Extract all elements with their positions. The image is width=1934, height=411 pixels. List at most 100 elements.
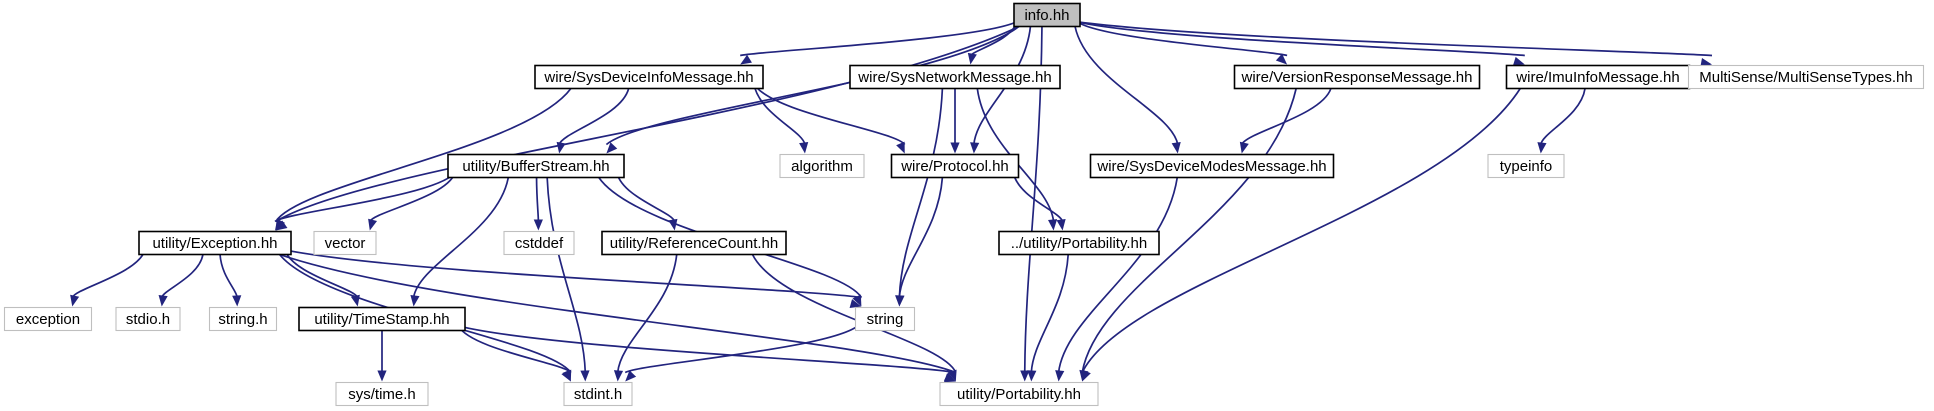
node-box-exception[interactable]	[3, 306, 93, 332]
node-string[interactable]: string	[854, 306, 916, 332]
edge-arrowhead	[580, 370, 590, 382]
edge-arrowhead	[613, 370, 624, 382]
node-box-exception_hh[interactable]	[138, 230, 292, 256]
node-stringh[interactable]: string.h	[208, 306, 278, 332]
node-box-portability[interactable]	[939, 381, 1099, 407]
edge-timestamp-to-stdint	[457, 325, 572, 374]
edge-imuinfo-to-typeinfo	[1539, 88, 1586, 145]
node-vector[interactable]: vector	[313, 230, 377, 256]
node-sysdeviceinfo[interactable]: wire/SysDeviceInfoMessage.hh	[534, 64, 764, 90]
node-box-stringh[interactable]	[208, 306, 278, 332]
edge-referencecount-to-portability	[751, 254, 957, 373]
edge-info-to-multisensetypes	[1077, 21, 1713, 57]
node-label-dotportability: ../utility/Portability.hh	[1011, 235, 1147, 252]
edge-arrowhead	[950, 142, 960, 154]
node-box-multisensetypes[interactable]	[1687, 64, 1925, 90]
edge-referencecount-to-stdint	[616, 254, 678, 373]
node-box-systime[interactable]	[335, 381, 429, 407]
node-box-referencecount[interactable]	[601, 230, 787, 256]
node-algorithm[interactable]: algorithm	[779, 153, 865, 179]
edge-timestamp-to-portability	[458, 325, 956, 374]
node-layer: info.hh wire/SysDeviceInfoMessage.hh wire/…	[3, 2, 1925, 407]
node-sysnetwork[interactable]: wire/SysNetworkMessage.hh	[849, 64, 1061, 90]
edge-arrowhead	[1239, 141, 1249, 154]
edge-arrowhead	[377, 370, 387, 382]
edge-imuinfo-to-portability	[1081, 88, 1521, 373]
node-cstddef[interactable]: cstddef	[503, 230, 575, 256]
node-versionresponse[interactable]: wire/VersionResponseMessage.hh	[1233, 64, 1481, 90]
edge-arrowhead	[1171, 141, 1181, 154]
node-label-vector: vector	[325, 235, 366, 252]
edge-arrowhead	[232, 295, 242, 307]
node-sysdevicemodes[interactable]: wire/SysDeviceModesMessage.hh	[1089, 153, 1335, 179]
node-label-info: info.hh	[1024, 7, 1069, 24]
edge-exception_hh-to-portability	[279, 253, 957, 374]
edge-arrowhead	[606, 142, 618, 154]
node-box-algorithm[interactable]	[779, 153, 865, 179]
node-box-sysdeviceinfo[interactable]	[534, 64, 764, 90]
edge-bufferstream-to-stdint	[546, 177, 587, 373]
edge-bufferstream-to-exception_hh	[274, 172, 456, 223]
node-imuinfo[interactable]: wire/ImuInfoMessage.hh	[1505, 64, 1691, 90]
node-bufferstream[interactable]: utility/BufferStream.hh	[447, 153, 625, 179]
node-label-cstddef: cstddef	[515, 235, 564, 252]
edge-arrowhead	[895, 295, 905, 307]
node-portability[interactable]: utility/Portability.hh	[939, 381, 1099, 407]
node-box-dotportability[interactable]	[998, 230, 1160, 256]
edge-arrowhead	[275, 218, 285, 231]
edge-arrowhead	[1537, 142, 1547, 154]
edge-arrowhead	[1048, 219, 1058, 231]
node-label-sysnetwork: wire/SysNetworkMessage.hh	[857, 69, 1051, 86]
node-box-string[interactable]	[854, 306, 916, 332]
edge-arrowhead	[1082, 369, 1091, 382]
node-box-info[interactable]	[1013, 2, 1081, 28]
edge-arrowhead	[410, 295, 420, 307]
node-box-cstddef[interactable]	[503, 230, 575, 256]
edge-sysdeviceinfo-to-exception_hh	[275, 87, 572, 222]
node-label-versionresponse: wire/VersionResponseMessage.hh	[1241, 69, 1473, 86]
edge-bufferstream-to-timestamp	[412, 177, 510, 298]
edge-layer	[70, 21, 1713, 383]
edge-arrowhead	[967, 52, 977, 65]
node-systime[interactable]: sys/time.h	[335, 381, 429, 407]
node-protocol[interactable]: wire/Protocol.hh	[890, 153, 1020, 179]
edge-info-to-versionresponse	[1076, 21, 1288, 57]
node-box-stdint[interactable]	[563, 381, 633, 407]
node-timestamp[interactable]: utility/TimeStamp.hh	[298, 306, 466, 332]
edge-arrowhead	[970, 142, 980, 154]
node-box-timestamp[interactable]	[298, 306, 466, 332]
node-box-sysnetwork[interactable]	[849, 64, 1061, 90]
node-referencecount[interactable]: utility/ReferenceCount.hh	[601, 230, 787, 256]
node-dotportability[interactable]: ../utility/Portability.hh	[998, 230, 1160, 256]
node-typeinfo[interactable]: typeinfo	[1487, 153, 1565, 179]
edge-info-to-sysnetwork	[969, 21, 1018, 57]
node-label-referencecount: utility/ReferenceCount.hh	[610, 235, 778, 252]
edge-arrowhead	[158, 295, 168, 307]
node-label-portability: utility/Portability.hh	[957, 386, 1081, 403]
node-exception_hh[interactable]: utility/Exception.hh	[138, 230, 292, 256]
node-exception[interactable]: exception	[3, 306, 93, 332]
edge-info-to-imuinfo	[1077, 21, 1525, 57]
node-label-sysdeviceinfo: wire/SysDeviceInfoMessage.hh	[543, 69, 753, 86]
node-box-sysdevicemodes[interactable]	[1089, 153, 1335, 179]
node-box-versionresponse[interactable]	[1233, 64, 1481, 90]
node-box-vector[interactable]	[313, 230, 377, 256]
node-box-typeinfo[interactable]	[1487, 153, 1565, 179]
node-stdio[interactable]: stdio.h	[115, 306, 181, 332]
edge-info-to-exception_hh	[275, 25, 1020, 223]
edge-arrowhead	[1275, 53, 1288, 65]
edge-arrowhead	[1020, 370, 1030, 382]
edge-exception_hh-to-stringh	[219, 254, 239, 298]
edge-exception_hh-to-exception	[71, 249, 146, 299]
node-box-protocol[interactable]	[890, 153, 1020, 179]
edge-arrowhead	[849, 299, 862, 308]
edge-bufferstream-to-vector	[369, 172, 456, 223]
node-label-typeinfo: typeinfo	[1500, 158, 1553, 175]
node-box-bufferstream[interactable]	[447, 153, 625, 179]
node-box-stdio[interactable]	[115, 306, 181, 332]
node-multisensetypes[interactable]: MultiSense/MultiSenseTypes.hh	[1687, 64, 1925, 90]
node-stdint[interactable]: stdint.h	[563, 381, 633, 407]
node-info[interactable]: info.hh	[1013, 2, 1081, 28]
edge-arrowhead	[368, 218, 378, 231]
